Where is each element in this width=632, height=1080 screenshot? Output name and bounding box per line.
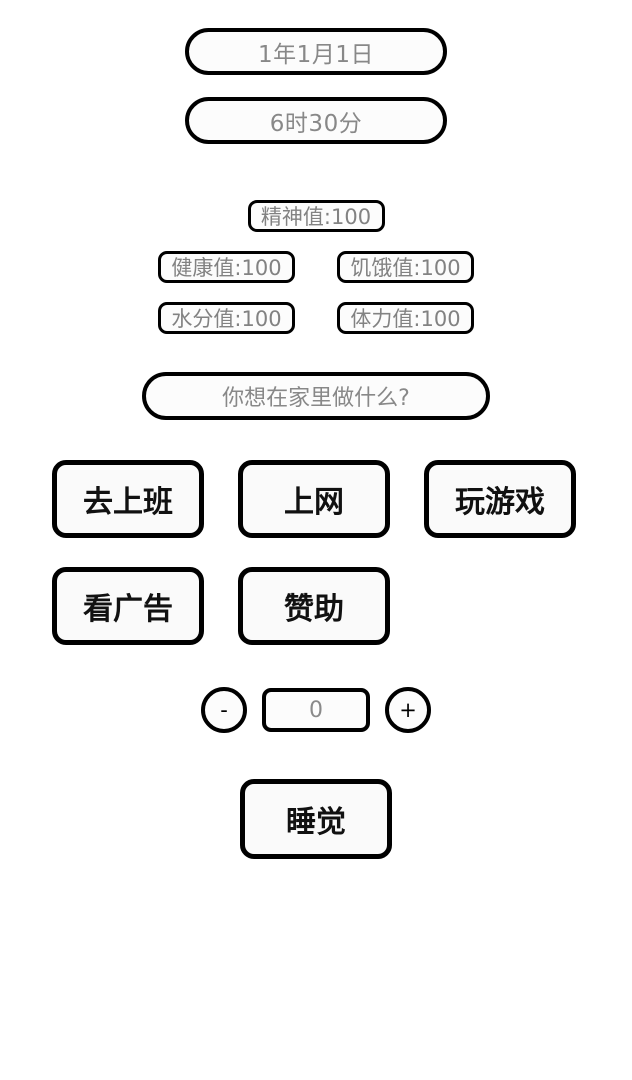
sleep-button[interactable]: 睡觉	[240, 779, 392, 859]
stats-panel: 精神值:100 健康值:100 饥饿值:100 水分值:100 体力值:100	[158, 200, 474, 334]
stat-hunger: 饥饿值:100	[337, 251, 474, 283]
action-go-to-work-button[interactable]: 去上班	[52, 460, 204, 538]
stat-row-1: 健康值:100 饥饿值:100	[158, 251, 474, 283]
stepper-value-field[interactable]: 0	[262, 688, 370, 732]
stat-water: 水分值:100	[158, 302, 295, 334]
action-donate-button[interactable]: 赞助	[238, 567, 390, 645]
stat-spirit: 精神值:100	[247, 200, 385, 232]
action-row-1: 去上班 上网 玩游戏	[52, 460, 576, 538]
time-display: 6时30分	[185, 97, 447, 144]
prompt-text: 你想在家里做什么?	[142, 372, 490, 420]
stat-stamina: 体力值:100	[337, 302, 474, 334]
action-surf-internet-button[interactable]: 上网	[238, 460, 390, 538]
action-play-games-button[interactable]: 玩游戏	[424, 460, 576, 538]
stepper-decrement-button[interactable]: -	[201, 687, 247, 733]
stat-row-2: 水分值:100 体力值:100	[158, 302, 474, 334]
date-display: 1年1月1日	[185, 28, 447, 75]
action-watch-ad-button[interactable]: 看广告	[52, 567, 204, 645]
stepper-increment-button[interactable]: +	[385, 687, 431, 733]
action-row-2: 看广告 赞助	[52, 567, 390, 645]
sleep-hours-stepper: - 0 +	[201, 687, 431, 733]
stat-health: 健康值:100	[158, 251, 295, 283]
action-panel: 去上班 上网 玩游戏 看广告 赞助	[36, 460, 596, 645]
